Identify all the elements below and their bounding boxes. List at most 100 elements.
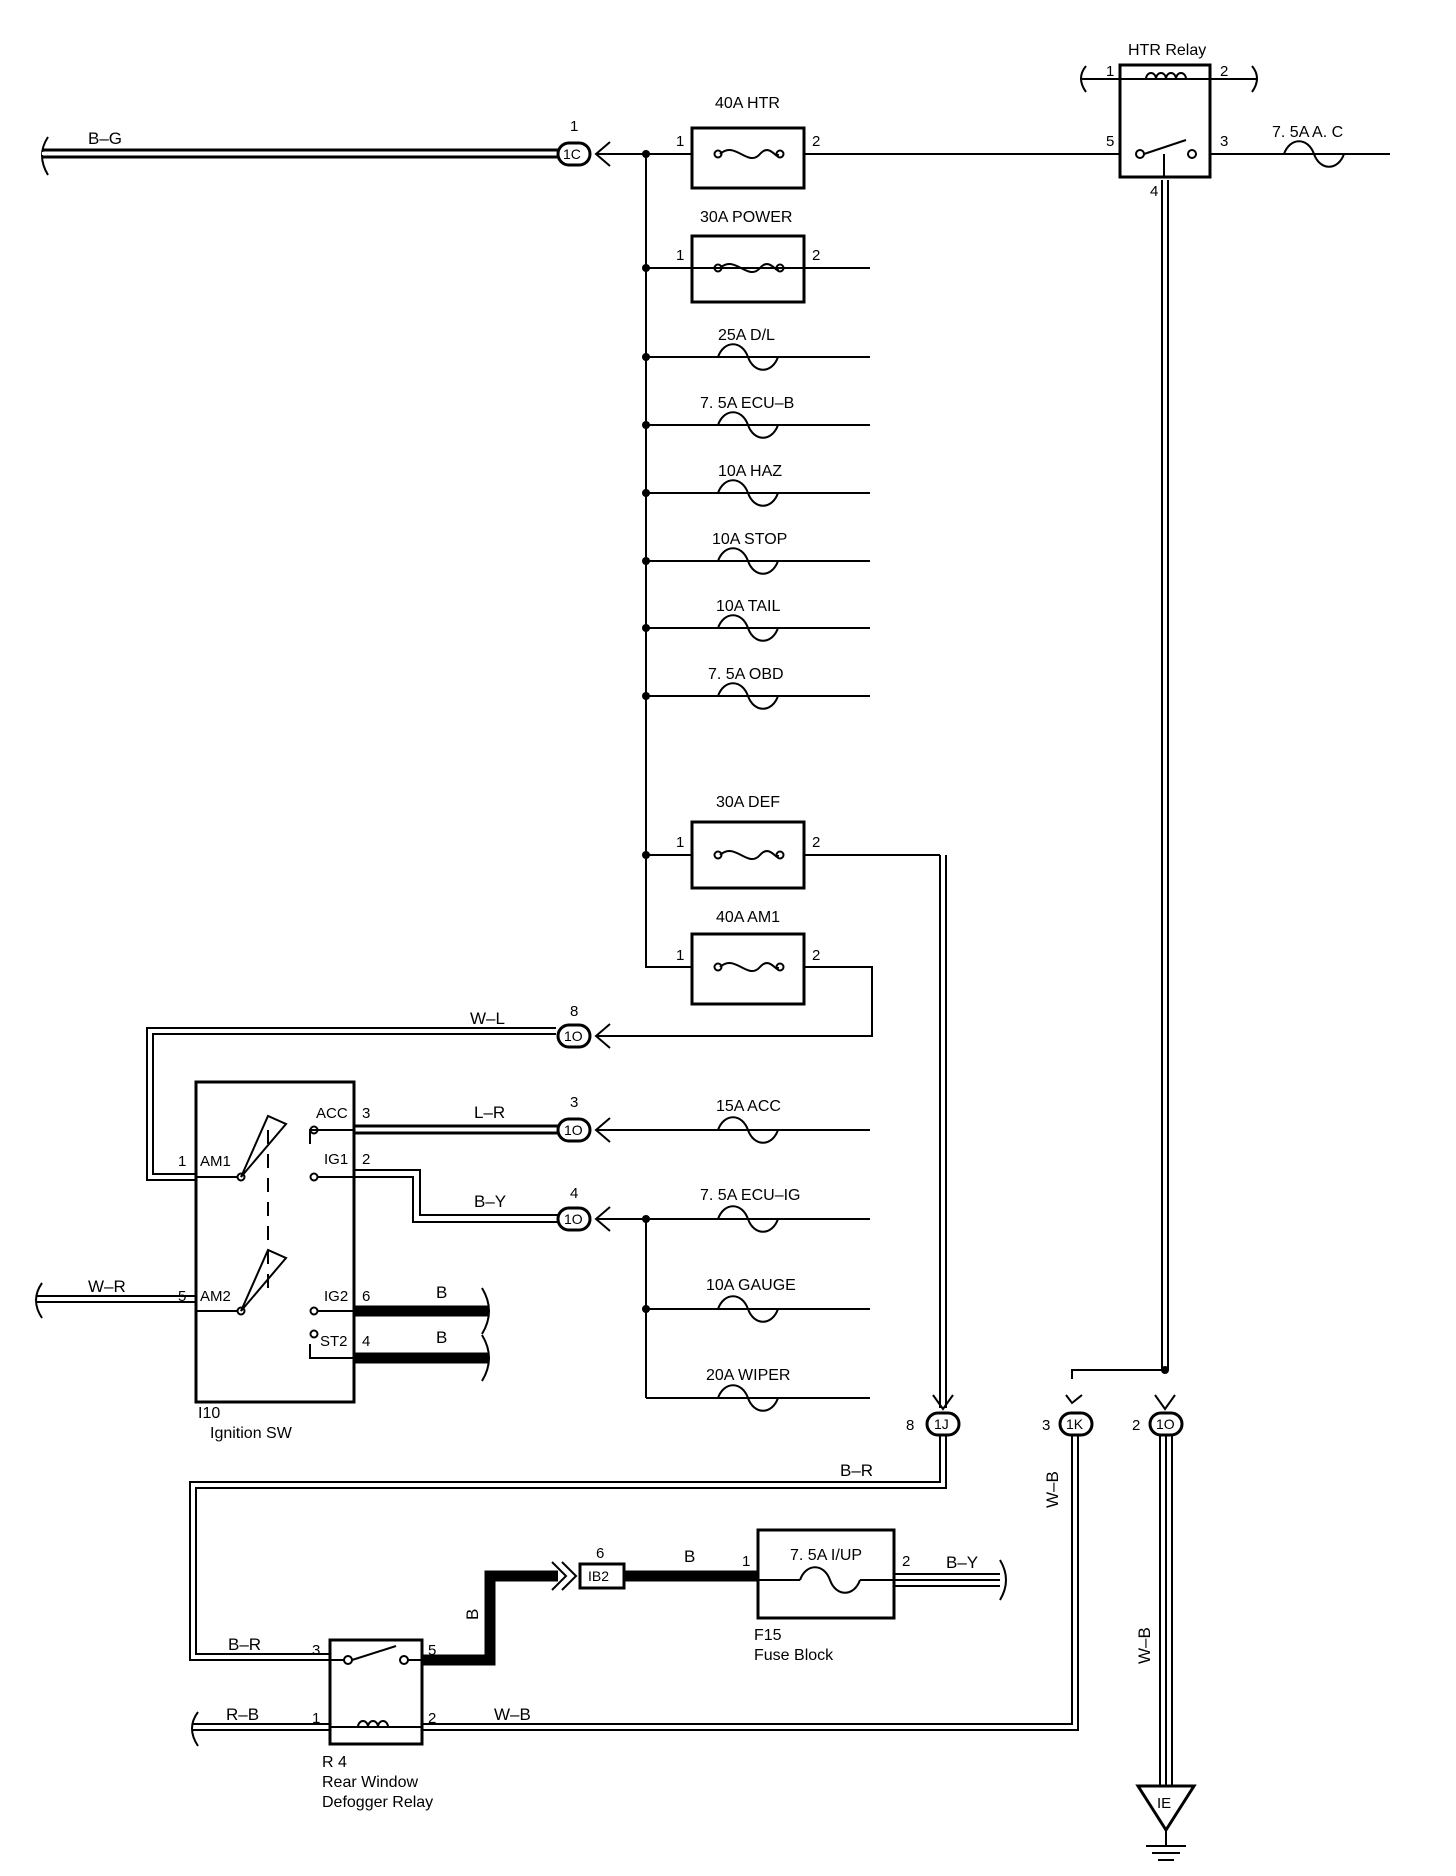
by-wire: B–Y [354,1169,558,1223]
connector-pin: 3 [1042,1417,1050,1434]
fuse-label: 7. 5A I/UP [790,1547,862,1564]
connector-3: 3 1O [556,1094,611,1143]
pin: 2 [812,133,820,150]
connector-pin: 1 [570,118,578,135]
fuse-wiper: 20A WIPER [646,1367,870,1412]
terminal-am1: AM1 [200,1153,231,1170]
wr-wire: W–R [35,1277,196,1319]
connector-code: 1O [564,1028,583,1044]
pin: 5 [428,1642,436,1659]
fuse-ecu-b: 7. 5A ECU–B [642,395,870,439]
pin: 2 [428,1710,436,1727]
pin: 4 [1150,183,1158,200]
fuse-label: 10A GAUGE [706,1277,796,1294]
br-wire: B–R B–R [189,1435,947,1661]
fuse-label: 10A STOP [712,531,787,548]
wire-label-by: B–Y [474,1192,506,1211]
htr-relay: HTR Relay 1 2 5 3 4 [1080,42,1390,200]
fuse-power: 30A POWER 1 2 [642,209,870,304]
connector-1j: 8 1J [906,1394,961,1437]
wire-label-wb: W–B [494,1705,531,1724]
fuse-label: 40A AM1 [716,909,780,926]
connector-code: 1O [564,1211,583,1227]
fuse-tail: 10A TAIL [642,598,870,642]
switch-name: Ignition SW [210,1425,293,1442]
pin: 3 [362,1105,370,1122]
connector-pin: 8 [906,1417,914,1434]
b-wire-fuseblock: B [624,1547,758,1582]
connector-code: IB2 [588,1568,609,1584]
by-wire-out: B–Y [894,1553,1007,1601]
pin: 1 [676,133,684,150]
fuse-dl: 25A D/L [642,327,870,371]
pin: 3 [1220,133,1228,150]
terminal-ig1: IG1 [324,1151,348,1168]
b-wires: B B [354,1283,490,1382]
connector-pin: 8 [570,1003,578,1020]
fuse-obd: 7. 5A OBD [642,666,870,710]
relay-name-2: Defogger Relay [322,1794,433,1811]
pin: 5 [1106,133,1114,150]
fuse-haz: 10A HAZ [642,463,870,507]
connector-code: 1C [563,146,581,162]
wire-label-br: B–R [228,1635,261,1654]
fuse-gauge: 10A GAUGE [642,1277,870,1323]
wire-label-wl: W–L [470,1009,505,1028]
pin: 3 [312,1642,320,1659]
pin: 1 [676,947,684,964]
pin: 2 [902,1553,910,1570]
lr-wire: L–R [354,1103,558,1135]
connector-pin: 6 [596,1545,604,1562]
wl-wire: W–L [146,1009,556,1181]
wire-label-wb: W–B [1135,1627,1154,1664]
fuse-label: 40A HTR [715,95,780,112]
fuse-label: 7. 5A ECU–B [700,395,794,412]
ground-ie: IE [1135,1784,1197,1861]
wire-label-b: B [684,1547,695,1566]
connector-4: 4 1O [556,1185,611,1232]
wire-label-b: B [436,1283,447,1302]
fuse-label: 7. 5A OBD [708,666,784,683]
fuse-ecu-ig: 7. 5A ECU–IG [700,1187,801,1233]
pin: 2 [362,1151,370,1168]
pin: 2 [812,834,820,851]
fuse-label: 15A ACC [716,1098,781,1115]
fuse-am1: 40A AM1 1 2 [596,855,873,1037]
connector-code: 1O [564,1122,583,1138]
wire-label-wr: W–R [88,1277,126,1296]
ground-label: IE [1157,1795,1171,1812]
pin: 2 [812,947,820,964]
pin: 2 [812,247,820,264]
wb-wire-k: W–B W–B [422,1435,1079,1731]
fuse-htr: 40A HTR 1 2 [642,95,820,190]
wire-label-b: B [436,1328,447,1347]
terminal-acc: ACC [316,1105,348,1122]
relay-name-1: Rear Window [322,1774,418,1791]
wire-label-bg: B–G [88,129,122,148]
relay-title: HTR Relay [1128,42,1206,59]
fuse-block-name: Fuse Block [754,1647,834,1664]
pin: 1 [742,1553,750,1570]
b-wire-ib2: B [422,1561,578,1666]
ignition-switch: I10 Ignition SW ACC IG1 AM1 AM2 IG2 ST2 … [178,1080,370,1442]
fuse-label: 10A HAZ [718,463,782,480]
pin: 1 [1106,63,1114,80]
pin: 1 [676,834,684,851]
connector-ib2: 6 IB2 [578,1545,626,1590]
fuse-label: 20A WIPER [706,1367,790,1384]
pin: 2 [1220,63,1228,80]
fuse-label: 10A TAIL [716,598,780,615]
pin: 1 [178,1153,186,1170]
connector-1k: 3 1K [1042,1369,1165,1437]
fuse-acc: 15A ACC [596,1098,870,1144]
connector-1c: 1 1C [556,118,611,167]
wire-label-wb: W–B [1043,1471,1062,1508]
pin: 1 [676,247,684,264]
switch-id: I10 [198,1405,220,1422]
wb-wire-ground: W–B [1135,1435,1173,1786]
wire-label-lr: L–R [474,1103,505,1122]
pin: 4 [362,1333,370,1350]
connector-code: 1K [1066,1416,1084,1432]
connector-pin: 3 [570,1094,578,1111]
